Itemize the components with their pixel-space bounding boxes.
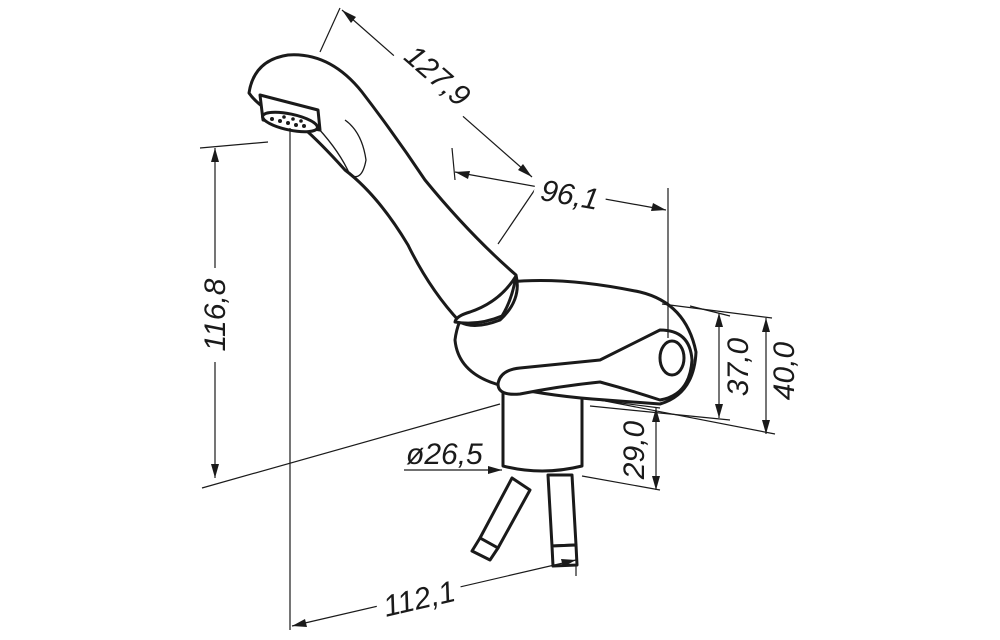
dim-label-40-0: 40,0 [768,341,801,400]
spout-collar [453,274,518,325]
extension-lines [199,7,776,630]
dim-label-112-1: 112,1 [380,575,458,624]
dim-label-29-0: 29,0 [618,420,651,480]
dim-label-116-8: 116,8 [199,278,232,351]
dim-label-diameter-26-5: ø26,5 [406,438,483,471]
dimension-labels: 127,9 96,1 116,8 37,0 40,0 29,0 ø26,5 11… [196,30,801,626]
supply-pipe-left-tip [470,536,500,562]
supply-pipe-right [546,473,578,548]
faucet [247,53,698,568]
base-cylinder [501,388,584,473]
lever-knob [658,339,686,377]
spout-underside [317,119,367,178]
lever-handle [496,328,694,402]
dim-label-37-0: 37,0 [722,337,755,396]
supply-pipe-left [478,476,532,550]
aerator-holes-icon [270,115,306,128]
